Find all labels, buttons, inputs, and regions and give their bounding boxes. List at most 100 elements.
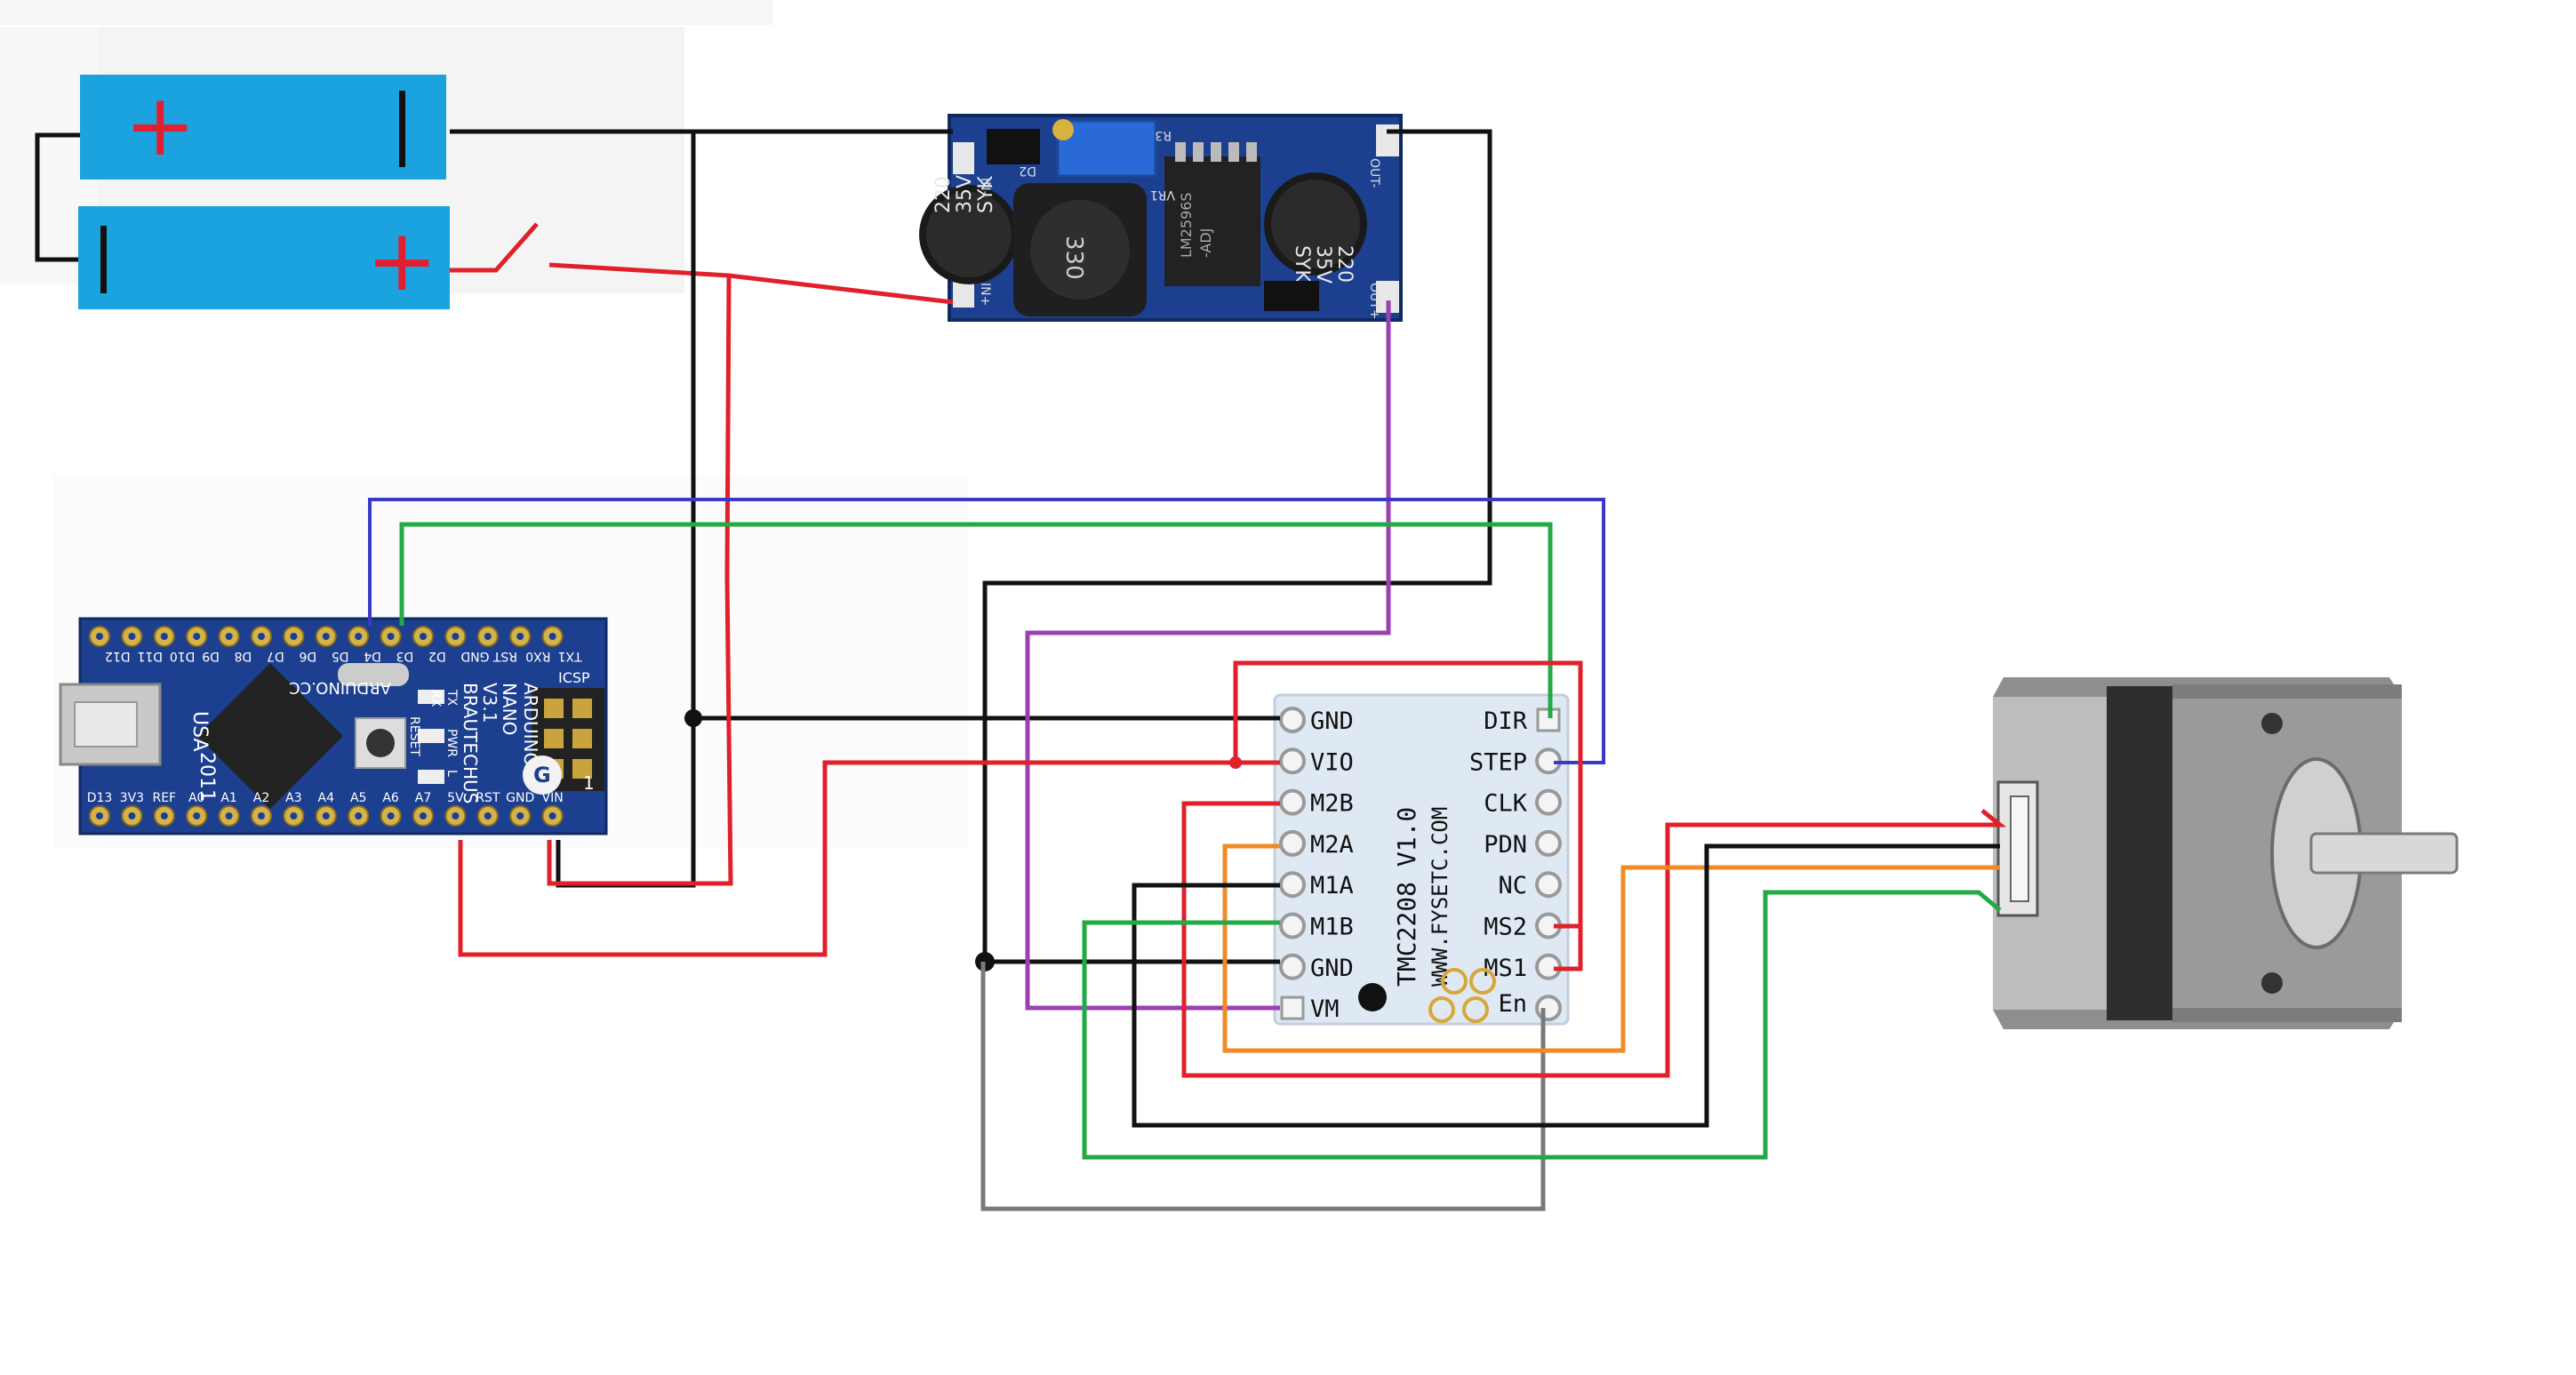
wire-coil-m2a [1222, 843, 2000, 1053]
motor-screw-top [2261, 713, 2283, 734]
driver-left-pin [1279, 912, 1306, 939]
nano-top-pin-label: D9 [202, 649, 220, 663]
driver-left-pin [1279, 829, 1306, 857]
buck-chip-body [1164, 156, 1260, 286]
nano-text-arduino-cc: ARDUINO.CC [289, 678, 391, 697]
nano-top-pin-label: D4 [364, 649, 381, 663]
nano-top-pin-label: TX1 [558, 649, 583, 663]
bg-panel-top [0, 0, 773, 25]
driver-right-pin [1535, 995, 1562, 1022]
nano-top-pin-hole [96, 633, 103, 640]
buck-label-r3: R3 [1155, 128, 1172, 142]
wire-step-signal [368, 498, 1605, 764]
buck-label-out-plus: OUT+ [1367, 283, 1381, 320]
nano-top-pin-label: D2 [428, 649, 446, 663]
nano-top-pin-hole [160, 633, 168, 640]
buck-inductor: 330 [1013, 183, 1147, 316]
driver-left-pin-label: GND [1310, 955, 1354, 982]
driver-left-pin [1279, 953, 1306, 980]
driver-left-pin [1279, 871, 1306, 899]
nano-top-pin-hole [258, 633, 265, 640]
nano-text-one: 1 [583, 772, 595, 794]
nano-top-pin-hole [128, 633, 136, 640]
nano-bottom-pin-label: A4 [318, 791, 335, 805]
driver-right-pin [1535, 829, 1562, 857]
nano-icsp-pin [544, 729, 564, 748]
nano-top-pin-label: D10 [170, 649, 196, 663]
buck-chip-leg-2 [1193, 142, 1204, 162]
driver-right-pin-label: STEP [1469, 748, 1527, 776]
nano-bottom-pin-label: A1 [220, 791, 236, 805]
motor-cap-bottom-edge [2172, 1008, 2402, 1022]
buck-chip-leg-5 [1246, 142, 1257, 162]
nano-top-pin-label: D5 [332, 649, 349, 663]
nano-bottom-pin-label: GND [506, 791, 534, 805]
driver-right-pin-label: MS1 [1484, 955, 1527, 982]
driver-pad-3 [1428, 996, 1455, 1023]
driver-right-pin-label: DIR [1484, 707, 1528, 735]
wire-enable-to-ground [980, 962, 1546, 1211]
nano-led-pwr [418, 729, 444, 743]
wire-dir-signal [399, 522, 1553, 718]
buck-cap-right-label-1: 220 [1333, 245, 1356, 283]
nano-bottom-pin-hole [484, 812, 492, 819]
nano-top-pin-hole [322, 633, 330, 640]
motor-shaft [2309, 832, 2459, 875]
buck-chip-label-1: LM2596S [1178, 192, 1195, 258]
buck-cap-right-label-3: SYK [1291, 245, 1313, 283]
nano-top-pin-hole [516, 633, 524, 640]
buck-label-vr1: VR1 [1150, 188, 1175, 202]
motor-connector-slot [2010, 795, 2029, 902]
nano-top-pin-label: D12 [105, 649, 131, 663]
battery-top-plus: + [124, 76, 196, 175]
driver-left-pin [1279, 707, 1306, 733]
nano-bottom-pin-label: VIN [542, 791, 564, 805]
nano-reset-cap [366, 729, 395, 757]
nano-text-model-3: V3.1 [479, 683, 500, 723]
buck-chip: LM2596S -ADJ [1164, 142, 1260, 286]
wire-switch-lever [450, 222, 539, 273]
driver-left-pin [1279, 747, 1306, 775]
nano-bottom-pin-hole [290, 812, 298, 819]
nano-text-rx: RX [428, 690, 443, 707]
driver-right-pin-label: MS2 [1484, 914, 1527, 941]
buck-cap-left-top [926, 192, 1012, 277]
nano-led-l [418, 770, 444, 784]
nano-top-pin-hole [193, 633, 201, 640]
buck-diode [1264, 281, 1319, 311]
buck-cap-left: 220 35V SYK [919, 175, 1019, 284]
nano-text-tx: TX [444, 689, 459, 707]
driver-right-pin [1535, 788, 1562, 816]
driver-pad-1 [1441, 968, 1468, 995]
driver-left-pin [1280, 995, 1305, 1020]
driver-right-pin-label: CLK [1484, 790, 1528, 818]
nano-top-pin-hole [420, 633, 427, 640]
buck-cap-right-top [1271, 180, 1360, 268]
nano-text-l: L [444, 770, 459, 777]
driver-right-pin-label: En [1498, 990, 1527, 1018]
buck-label-d2: D2 [1019, 164, 1036, 178]
nano-bottom-pin-label: 3V3 [120, 791, 144, 805]
nano-bottom-pin-hole [548, 812, 556, 819]
buck-chip-leg-4 [1228, 142, 1239, 162]
nano-usb-inner [74, 701, 138, 747]
wire-battery-series [35, 132, 80, 262]
wire-coil-m1a [1132, 843, 2000, 1128]
buck-chip-leg-1 [1175, 142, 1186, 162]
driver-left-pin-label: VM [1310, 995, 1340, 1023]
nano-top-pin-label: D6 [299, 649, 316, 663]
nano-top-pin-label: GND [460, 649, 489, 663]
nano-bottom-pin-hole [387, 812, 395, 819]
battery-bottom-minus [100, 226, 107, 293]
stepper-motor [1993, 677, 2459, 1029]
nano-bottom-pin-label: A7 [415, 791, 431, 805]
nano-pcb [80, 619, 606, 834]
wire-coil-m2b [1181, 801, 2007, 1078]
nano-text-icsp: ICSP [558, 669, 590, 686]
buck-converter: 220 35V SYK 330 LM2596S -ADJ 220 35V [919, 114, 1403, 322]
